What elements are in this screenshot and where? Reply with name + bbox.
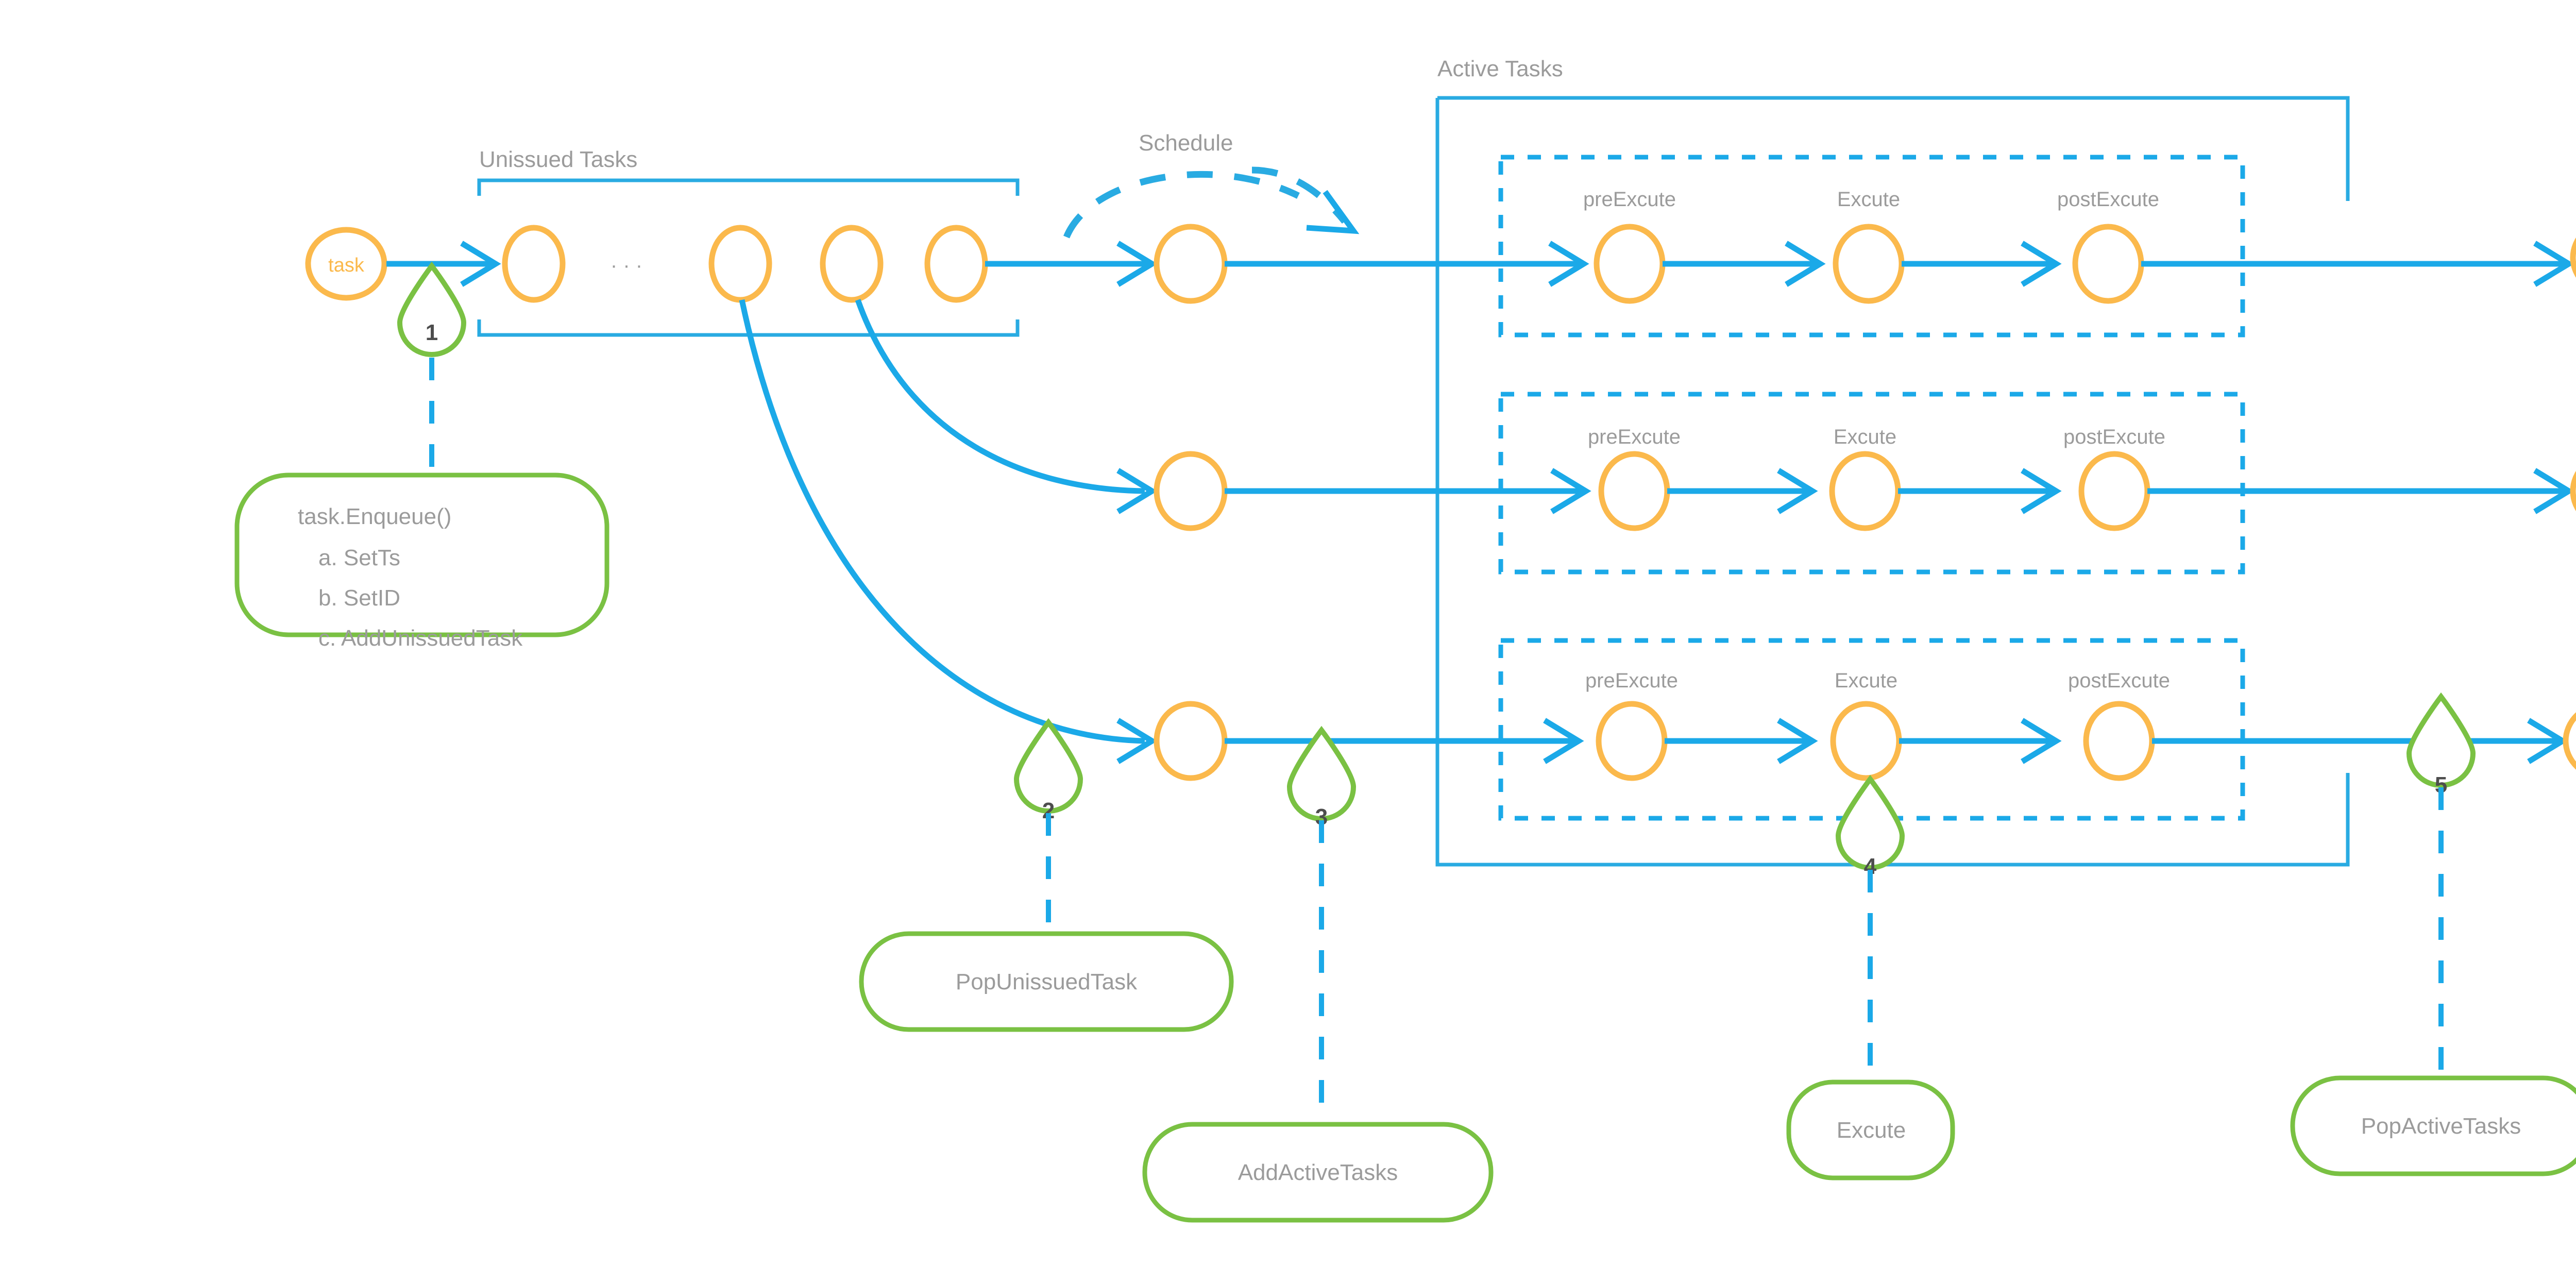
- row3-exec-label: Excute: [1835, 669, 1897, 692]
- callout-1-title: task.Enqueue(): [298, 504, 451, 529]
- row1-exec-label: Excute: [1837, 188, 1900, 211]
- marker-1[interactable]: 1: [400, 266, 464, 475]
- row3-stage-exec[interactable]: [1830, 701, 1902, 781]
- row-1: preExcute Excute postExcute: [1154, 155, 2576, 338]
- edge-queue-to-row3: [739, 299, 1152, 762]
- callout-2-label: PopUnissuedTask: [956, 969, 1138, 994]
- callout-5[interactable]: PopActiveTasks: [2290, 1075, 2576, 1176]
- callout-5-label: PopActiveTasks: [2361, 1114, 2521, 1139]
- callout-1-step-b: b. SetID: [318, 585, 400, 611]
- callout-3[interactable]: AddActiveTasks: [1142, 1122, 1494, 1223]
- row2-post-label: postExcute: [2063, 426, 2165, 448]
- edge-queue-to-row1: [985, 243, 1152, 284]
- row2-stage-pre[interactable]: [1598, 451, 1670, 531]
- unissued-node-4[interactable]: [924, 225, 988, 303]
- schedule-label: Schedule: [1139, 130, 1233, 156]
- callout-4-label: Excute: [1837, 1118, 1906, 1143]
- row1-end-node[interactable]: [2570, 221, 2576, 295]
- row2-pre-label: preExcute: [1588, 426, 1681, 448]
- row-2: preExcute Excute postExcute: [1154, 392, 2576, 575]
- marker-2[interactable]: 2: [1016, 722, 1080, 934]
- start-task-node[interactable]: task: [305, 227, 387, 301]
- callout-2[interactable]: PopUnissuedTask: [859, 931, 1234, 1032]
- unissued-node-3[interactable]: [820, 225, 884, 303]
- row1-post-label: postExcute: [2057, 188, 2159, 211]
- row3-stage-post[interactable]: [2083, 701, 2155, 781]
- row1-stage-group-box: [1498, 155, 2245, 338]
- row2-stage-exec[interactable]: [1829, 451, 1901, 531]
- row1-stage-pre[interactable]: [1594, 224, 1666, 304]
- callout-1-step-c: c. AddUnissuedTask: [318, 626, 523, 651]
- active-tasks-bracket: [1435, 96, 2350, 867]
- active-tasks-label: Active Tasks: [1437, 56, 1563, 81]
- row1-stage-exec[interactable]: [1833, 224, 1905, 304]
- callout-1-step-a: a. SetTs: [318, 545, 400, 570]
- marker-4[interactable]: 4: [1838, 779, 1902, 1082]
- unissued-node-2[interactable]: [708, 225, 772, 303]
- schedule-arc: [1063, 166, 1360, 239]
- row2-stage-group-box: [1498, 392, 2245, 575]
- row3-post-label: postExcute: [2068, 669, 2170, 692]
- marker-3[interactable]: 3: [1290, 730, 1353, 1124]
- row3-stage-pre[interactable]: [1596, 701, 1668, 781]
- marker-5[interactable]: 5: [2409, 697, 2473, 1078]
- edge-queue-to-row2: [855, 299, 1152, 512]
- row2-exec-label: Excute: [1834, 426, 1896, 448]
- edge-task-to-queue: [386, 243, 496, 284]
- start-task-node-label: task: [328, 255, 365, 276]
- unissued-node-1[interactable]: [502, 225, 566, 303]
- queue-ellipsis: · · ·: [611, 254, 642, 277]
- row2-staging-node[interactable]: [1154, 451, 1228, 531]
- row-3: preExcute Excute postExcute: [1154, 638, 2576, 821]
- marker-1-number: 1: [426, 320, 438, 345]
- callout-1[interactable]: task.Enqueue() a. SetTs b. SetID c. AddU…: [234, 473, 609, 651]
- row2-stage-post[interactable]: [2078, 451, 2150, 531]
- row1-pre-label: preExcute: [1583, 188, 1676, 211]
- row2-end-node[interactable]: [2570, 454, 2576, 528]
- row3-pre-label: preExcute: [1585, 669, 1678, 692]
- callout-3-label: AddActiveTasks: [1238, 1160, 1398, 1185]
- row3-end-node[interactable]: [2563, 704, 2576, 778]
- row1-staging-node[interactable]: [1154, 224, 1228, 304]
- callout-4[interactable]: Excute: [1786, 1079, 1955, 1180]
- unissued-tasks-label: Unissued Tasks: [479, 147, 637, 172]
- row3-staging-node[interactable]: [1154, 701, 1228, 781]
- row1-stage-post[interactable]: [2072, 224, 2144, 304]
